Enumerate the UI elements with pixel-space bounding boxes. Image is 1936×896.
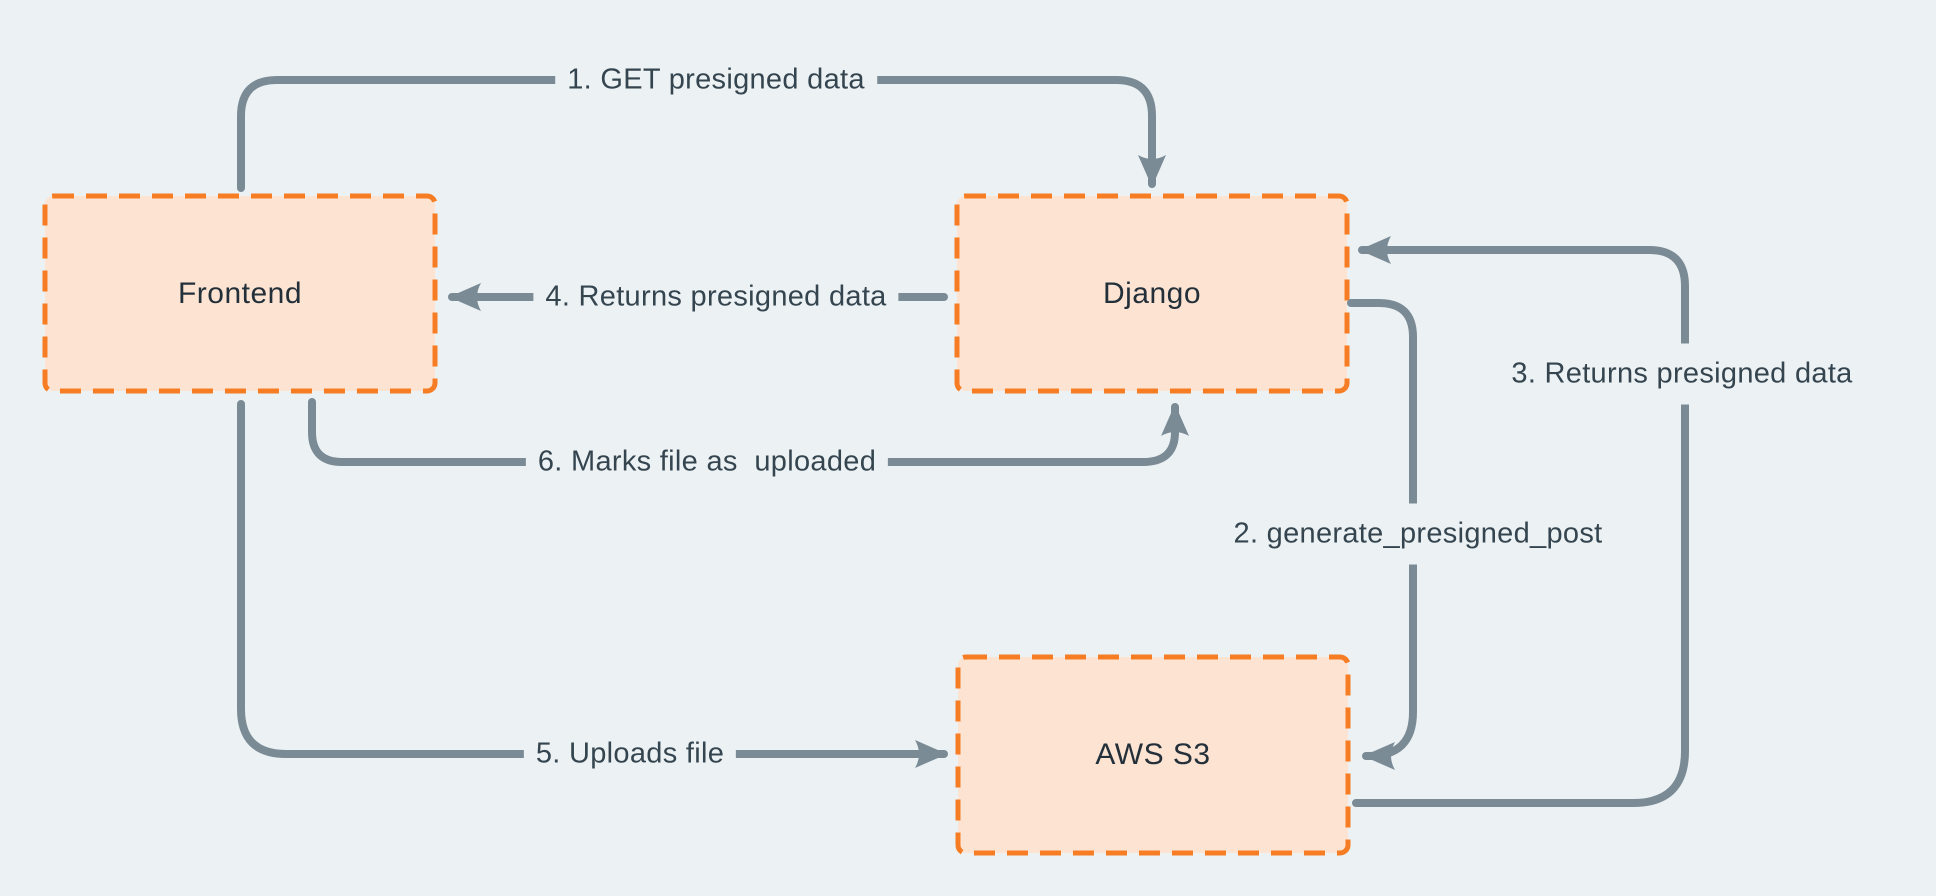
frontend-box [42,193,438,394]
aws-s3-node-label: AWS S3 [1095,738,1211,771]
edge-2-label: 2. generate_presigned_post [1221,503,1615,565]
aws-s3-box [955,654,1351,856]
django-box [954,193,1350,394]
edge-1-label: 1. GET presigned data [555,55,877,105]
edge-3-label: 3. Returns presigned data [1499,343,1865,405]
edge-2-generate-presigned-post-line [1347,299,1417,770]
edge-5-uploads-file-line [237,400,948,768]
django-node-label: Django [1102,277,1202,310]
edge-4-label: 4. Returns presigned data [533,272,899,322]
edge-5-label: 5. Uploads file [523,729,737,779]
frontend-node-label: Frontend [177,277,303,310]
edge-6-label: 6. Marks file as uploaded [525,437,889,487]
edge-3-returns-presigned-data-line [1352,236,1689,807]
